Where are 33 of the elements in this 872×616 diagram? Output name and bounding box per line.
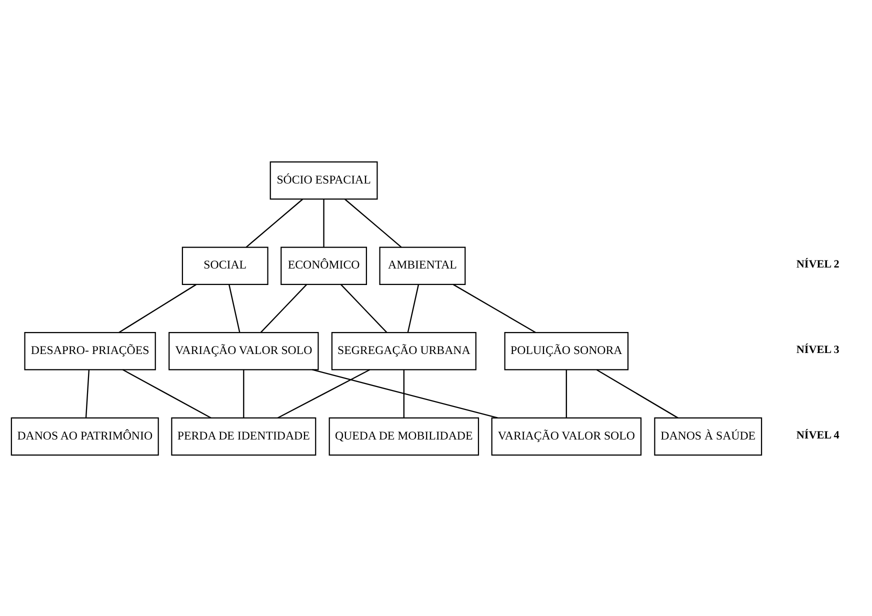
label: NÍVEL 3 [796, 344, 840, 356]
connector [566, 369, 567, 418]
label: NÍVEL 4 [796, 428, 840, 441]
node-box: DESAPRO- PRIAÇÕES [24, 332, 156, 370]
label: NÍVEL 2 [796, 258, 840, 270]
connector [122, 368, 212, 418]
node-box: SÓCIO ESPACIAL [270, 160, 378, 200]
connector [596, 368, 678, 418]
connector [403, 369, 404, 418]
node-box: DANOS AO PATRIMÔNIO [10, 416, 159, 456]
node-box: VARIAÇÃO VALOR SOLO [491, 416, 642, 456]
connector [340, 284, 388, 332]
connector [85, 369, 90, 418]
connector [323, 198, 324, 247]
node-box: AMBIENTAL [379, 246, 466, 284]
node-box: SOCIAL [182, 246, 268, 284]
connector [453, 284, 536, 333]
node-box: VARIAÇÃO VALOR SOLO [168, 332, 319, 370]
node-box: SEGREGAÇÃO URBANA [331, 332, 476, 370]
connector [407, 284, 420, 332]
connector [278, 368, 370, 418]
node-box: ECONÔMICO [280, 246, 367, 284]
connector [243, 369, 244, 418]
node-box: DANOS À SAÚDE [654, 416, 762, 456]
node-box: QUEDA DE MOBILIDADE [328, 416, 480, 456]
connector [118, 284, 196, 333]
node-box: POLUIÇÃO SONORA [504, 332, 629, 370]
node-box: PERDA DE IDENTIDADE [171, 416, 316, 456]
connector [260, 284, 308, 332]
connector [228, 284, 240, 332]
connector [344, 198, 402, 248]
connector [312, 368, 498, 418]
connector [246, 198, 303, 248]
